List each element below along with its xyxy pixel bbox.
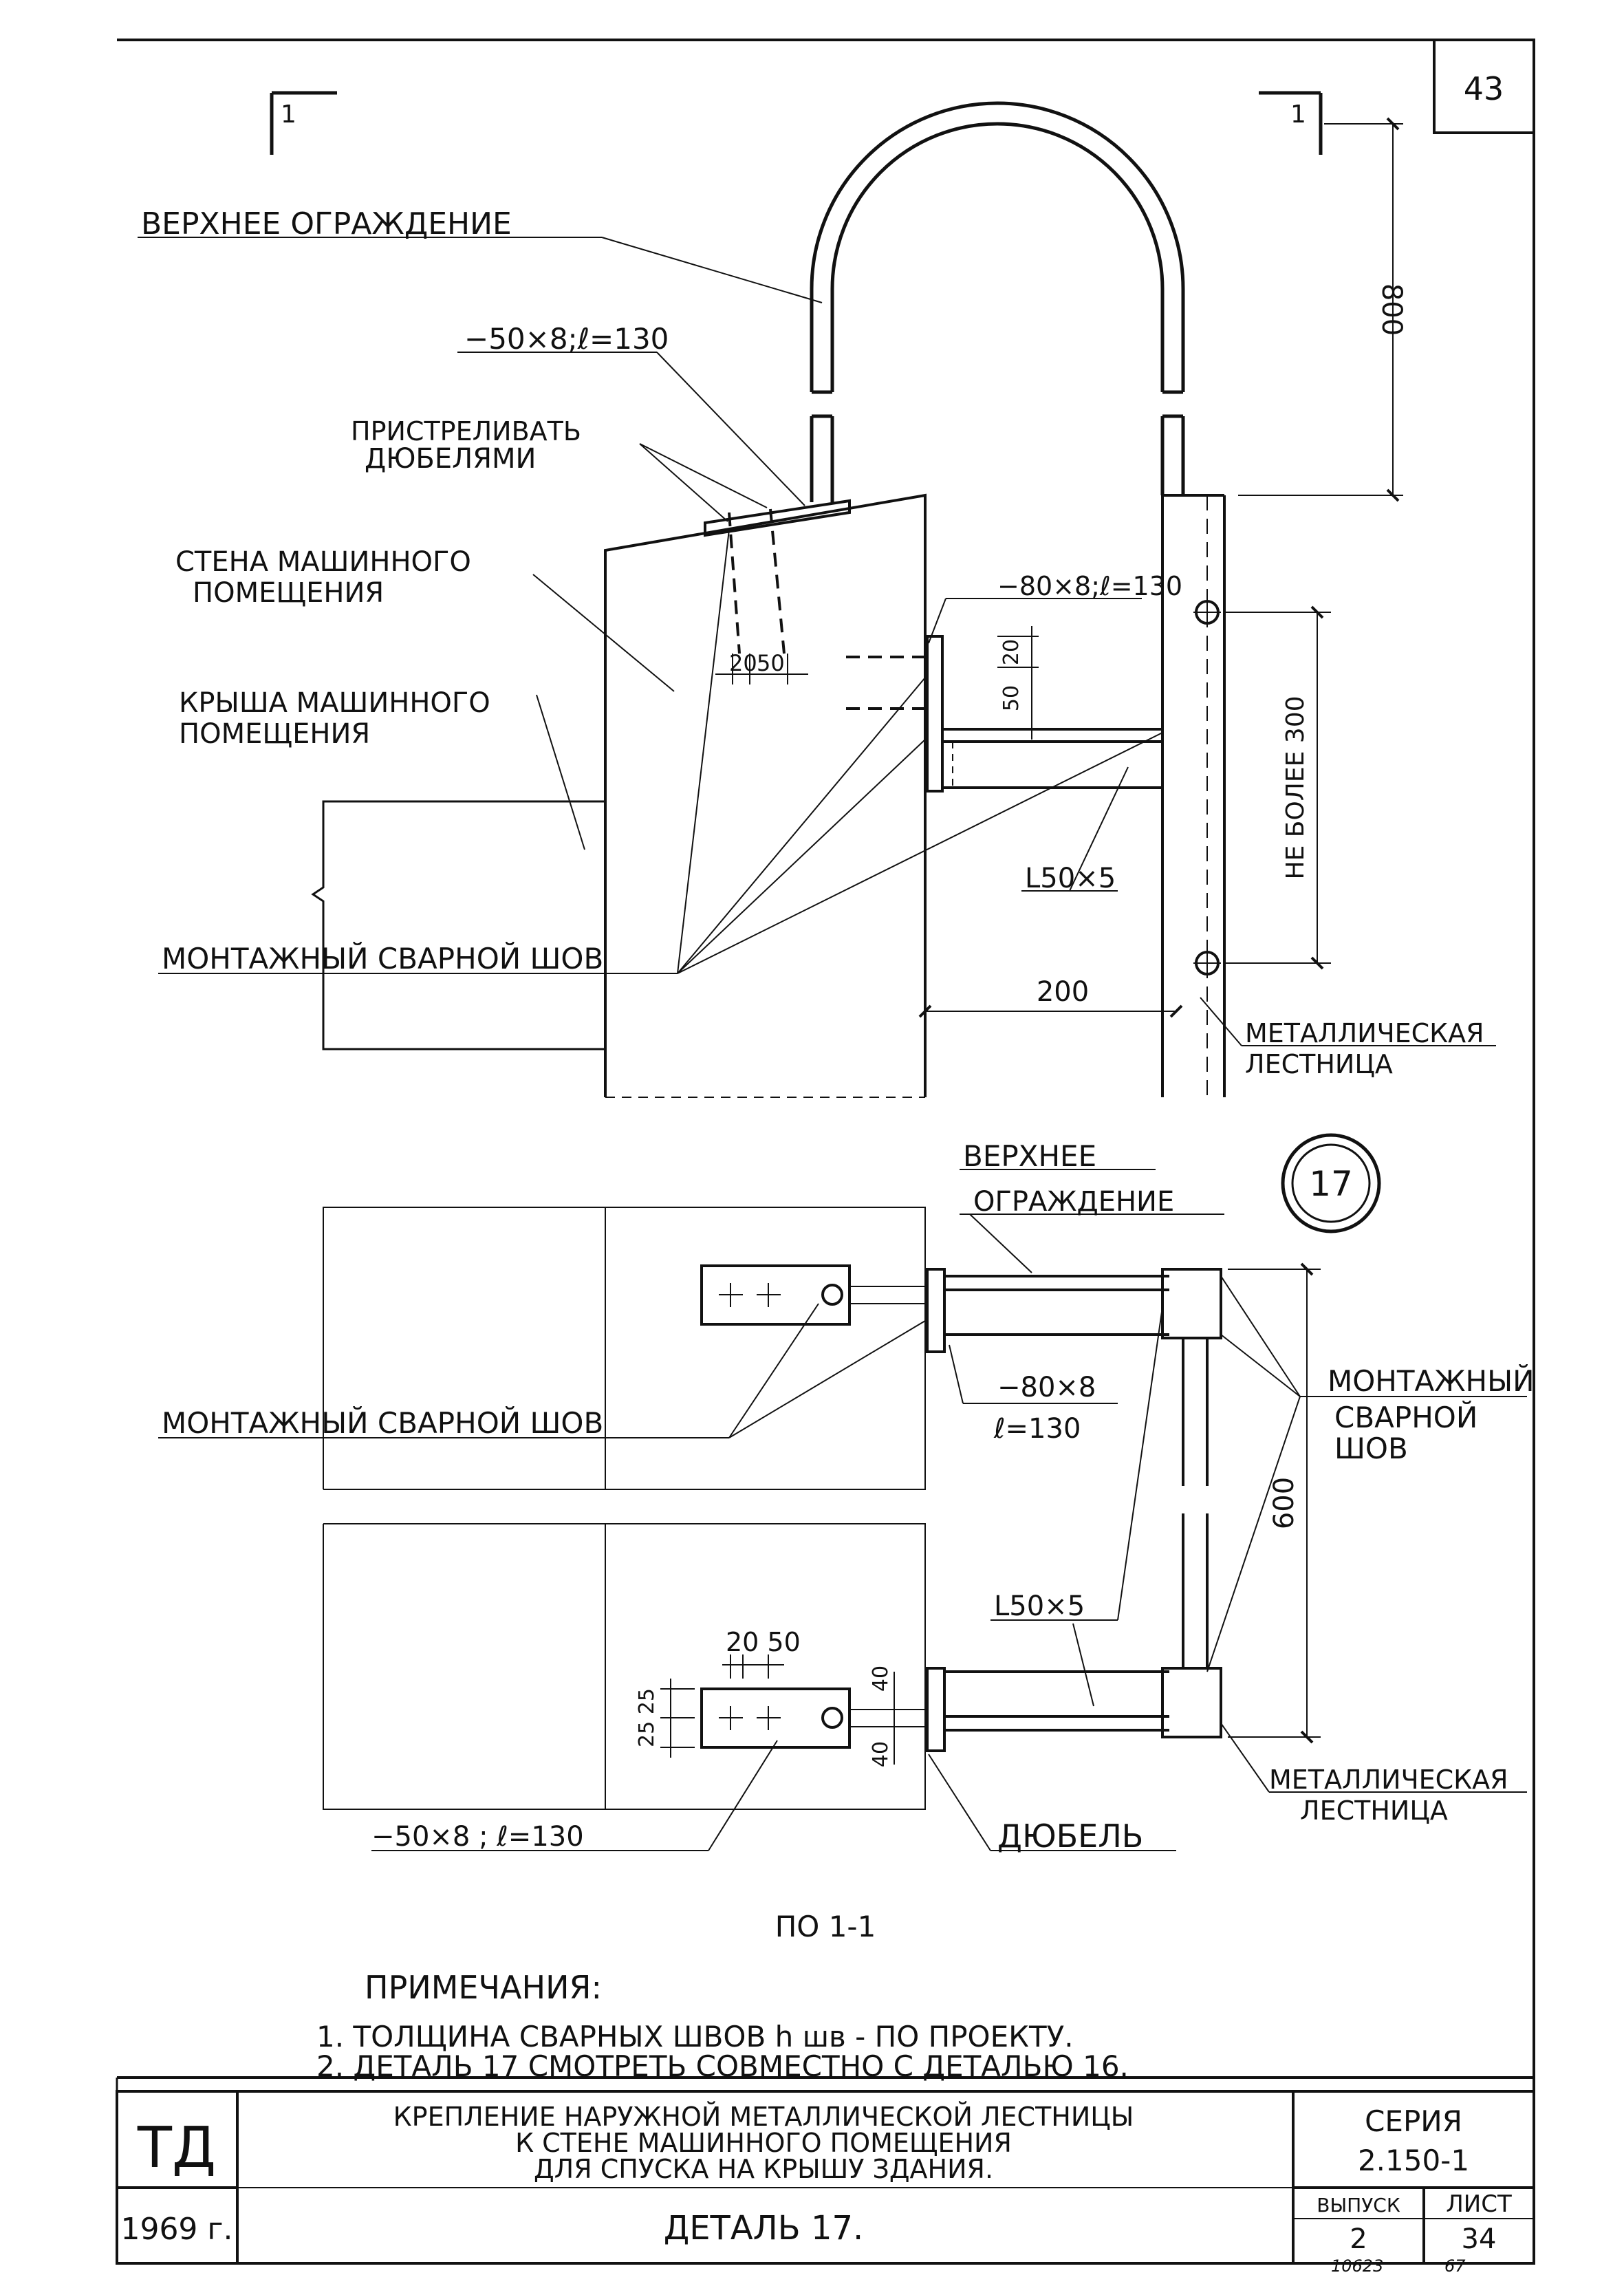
label-roof-2: ПОМЕЩЕНИЯ: [179, 718, 370, 750]
dim-40-top: 40: [869, 1665, 893, 1692]
title-line-3: ДЛЯ СПУСКА НА КРЫШУ ЗДАНИЯ.: [534, 2154, 993, 2184]
label-shoot-dowels-1: ПРИСТРЕЛИВАТЬ: [351, 416, 581, 446]
label-angle: L50×5: [1025, 863, 1116, 894]
machine-room-roof: [311, 800, 605, 1050]
ladder-stringer: [1161, 494, 1226, 1097]
top-plate: [704, 499, 851, 654]
title-line-1: КРЕПЛЕНИЕ НАРУЖНОЙ МЕТАЛЛИЧЕСКОЙ ЛЕСТНИЦ…: [393, 2102, 1134, 2132]
label-roof-1: КРЫША МАШИННОГО: [179, 687, 490, 719]
label-plan-weld-right-2: СВАРНОЙ: [1334, 1400, 1477, 1434]
label-plan-weld-right-3: ШОВ: [1334, 1432, 1408, 1465]
page-number: 43: [1464, 70, 1504, 107]
series-value: 2.150-1: [1358, 2144, 1469, 2177]
label-plan-dowel: ДЮБЕЛЬ: [997, 1818, 1143, 1855]
label-plan-top-guard-2: ОГРАЖДЕНИЕ: [973, 1186, 1174, 1218]
label-plate-top: −50×8;ℓ=130: [464, 322, 669, 356]
label-plan-angle: L50×5: [994, 1591, 1085, 1622]
plan-labels: ВЕРХНЕЕ ОГРАЖДЕНИЕ МОНТАЖНЫЙ СВАРНОЙ ШОВ…: [162, 1139, 1535, 1943]
label-plate-side: −80×8;ℓ=130: [997, 571, 1182, 601]
plan-lower-plate: [700, 1667, 946, 1752]
dim-50-vertical: 50: [999, 685, 1024, 711]
label-top-guard: ВЕРХНЕЕ ОГРАЖДЕНИЕ: [141, 206, 512, 241]
plan-upper-plate: [700, 1264, 946, 1353]
machine-room-wall: [604, 493, 927, 1098]
plan-upper-angle: [944, 1268, 1222, 1339]
issue-value: 2: [1350, 2223, 1367, 2255]
label-plan-ladder-1: МЕТАЛЛИЧЕСКАЯ: [1269, 1765, 1508, 1795]
plan-lower-angle: [944, 1667, 1222, 1738]
dim-200: 200: [1037, 976, 1089, 1008]
label-wall-2: ПОМЕЩЕНИЯ: [193, 577, 384, 609]
label-weld: МОНТАЖНЫЙ СВАРНОЙ ШОВ: [162, 941, 603, 975]
plan-caption: ПО 1-1: [775, 1910, 876, 1943]
label-plan-plate-1: −80×8: [997, 1372, 1096, 1403]
footer-code-2: 67: [1444, 2256, 1466, 2275]
label-plan-ladder-2: ЛЕСТНИЦА: [1300, 1796, 1448, 1826]
title-block: [116, 2090, 1535, 2265]
section-mark-left-label: 1: [281, 100, 296, 129]
dim-20-50-plan: 20 50: [726, 1627, 801, 1657]
label-plan-weld: МОНТАЖНЫЙ СВАРНОЙ ШОВ: [162, 1405, 603, 1440]
note-2: 2. ДЕТАЛЬ 17 СМОТРЕТЬ СОВМЕСТНО С ДЕТАЛЬ…: [316, 2049, 1129, 2083]
notes-title: ПРИМЕЧАНИЯ:: [365, 1969, 602, 2006]
dim-40-bottom: 40: [869, 1741, 893, 1767]
dim-800: 800: [1376, 283, 1407, 336]
org-logo: ТД: [137, 2115, 216, 2181]
detail-title: ДЕТАЛЬ 17.: [664, 2209, 864, 2247]
label-plan-top-guard-1: ВЕРХНЕЕ: [963, 1139, 1096, 1173]
section-mark-right-label: 1: [1290, 100, 1306, 129]
section-mark-left: [270, 91, 337, 155]
dim-50: 50: [757, 650, 785, 676]
label-wall-1: СТЕНА МАШИННОГО: [175, 546, 471, 578]
elevation-leaders: [138, 237, 1496, 1046]
sheet-label: ЛИСТ: [1446, 2190, 1512, 2218]
note-1: 1. ТОЛЩИНА СВАРНЫХ ШВОВ h шв - ПО ПРОЕКТ…: [316, 2020, 1074, 2053]
issue-label: ВЫПУСК: [1317, 2194, 1400, 2217]
plan-wall-upper: [323, 1207, 926, 1490]
plan-leaders: [158, 1169, 1527, 1851]
dim-max-300: НЕ БОЛЕЕ 300: [1281, 696, 1310, 879]
dim-25-25-plan: 25 25: [635, 1688, 659, 1747]
series-label: СЕРИЯ: [1365, 2104, 1462, 2138]
dim-20: 20: [729, 650, 757, 676]
title-line-2: К СТЕНЕ МАШИННОГО ПОМЕЩЕНИЯ: [515, 2128, 1012, 2158]
footer-code: 10623: [1331, 2256, 1383, 2275]
label-plan-plate-bottom: −50×8 ; ℓ=130: [371, 1821, 584, 1853]
plan-dimensions: [660, 1262, 1321, 1765]
top-guard-arch: [810, 101, 1185, 502]
dim-20-vertical: 20: [999, 639, 1024, 665]
elevation-labels: ВЕРХНЕЕ ОГРАЖДЕНИЕ −50×8;ℓ=130 ПРИСТРЕЛИ…: [141, 206, 1484, 1079]
detail-marker: [1281, 1133, 1381, 1233]
plan-wall-lower: [323, 1523, 926, 1810]
notes: ПРИМЕЧАНИЯ: 1. ТОЛЩИНА СВАРНЫХ ШВОВ h шв…: [316, 1969, 1129, 2083]
label-ladder-1: МЕТАЛЛИЧЕСКАЯ: [1245, 1018, 1484, 1048]
detail-number: 17: [1309, 1164, 1353, 1204]
plan-ladder-lower-leg: [1182, 1513, 1209, 1668]
dim-600: 600: [1268, 1477, 1300, 1529]
year: 1969 г.: [120, 2212, 232, 2247]
label-ladder-2: ЛЕСТНИЦА: [1245, 1049, 1393, 1079]
label-plan-weld-right-1: МОНТАЖНЫЙ: [1328, 1363, 1535, 1398]
label-shoot-dowels-2: ДЮБЕЛЯМИ: [365, 443, 536, 475]
section-mark-right: [1259, 91, 1323, 155]
sheet-value: 34: [1462, 2223, 1497, 2255]
label-plan-plate-2: ℓ=130: [993, 1413, 1081, 1445]
plan-ladder-upper-leg: [1182, 1338, 1209, 1486]
elevation-dimensions: [715, 117, 1403, 1018]
